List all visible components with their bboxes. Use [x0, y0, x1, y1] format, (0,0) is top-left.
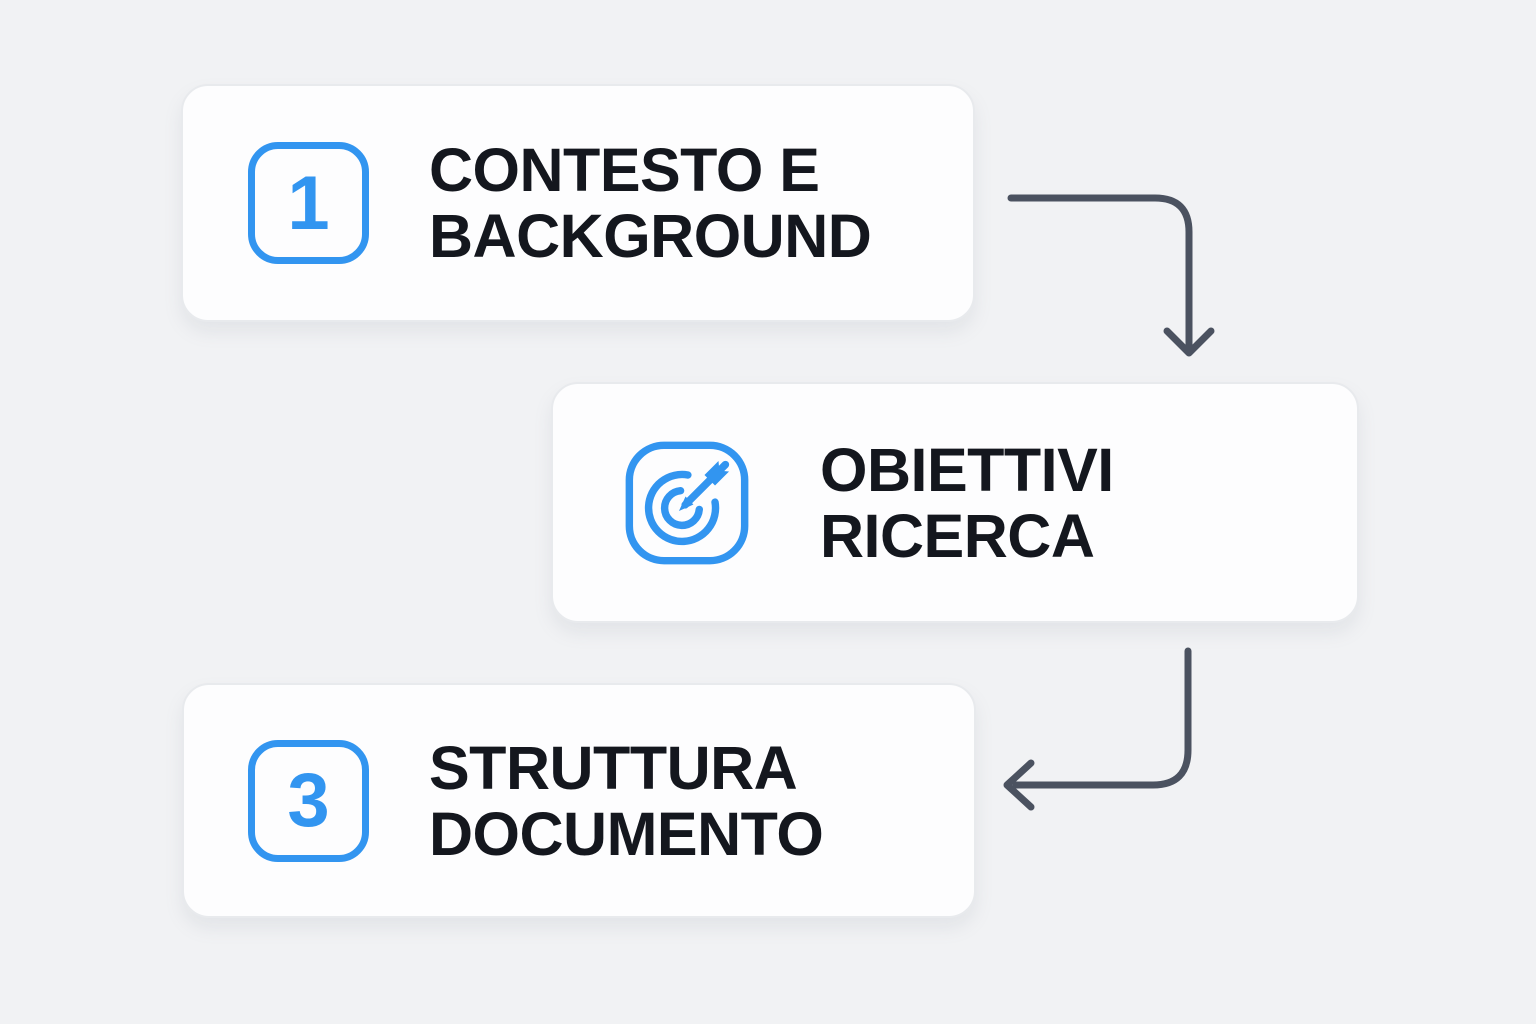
number-3-badge-icon: 3 — [248, 739, 369, 862]
title-line: DOCUMENTO — [429, 799, 824, 868]
title-line: STRUTTURA — [429, 733, 798, 802]
title-line: RICERCA — [820, 501, 1095, 570]
title-line: CONTESTO E — [429, 136, 820, 204]
badge-number: 3 — [287, 758, 330, 843]
arrow-left-head-icon — [1003, 759, 1035, 811]
badge-number: 1 — [287, 160, 330, 246]
target-icon — [624, 441, 750, 565]
step-card-struttura-documento: 3 STRUTTURA DOCUMENTO — [182, 683, 976, 918]
arrow-elbow-line — [1012, 647, 1192, 789]
step-card-contesto-background: 1 CONTESTO E BACKGROUND — [181, 84, 975, 322]
arrow-down-head-icon — [1163, 327, 1215, 357]
step-card-obiettivi-ricerca: OBIETTIVI RICERCA — [551, 382, 1359, 623]
title-line: BACKGROUND — [429, 202, 872, 270]
step-title-obiettivi-ricerca: OBIETTIVI RICERCA — [820, 437, 1114, 569]
step-title-contesto-background: CONTESTO E BACKGROUND — [429, 136, 872, 270]
title-line: OBIETTIVI — [820, 435, 1114, 504]
arrow-step1-to-step2 — [1007, 194, 1215, 357]
step-title-struttura-documento: STRUTTURA DOCUMENTO — [429, 733, 824, 868]
arrow-elbow-line — [1007, 194, 1193, 353]
number-1-badge-icon: 1 — [248, 142, 369, 264]
arrow-step2-to-step3 — [1003, 647, 1192, 811]
